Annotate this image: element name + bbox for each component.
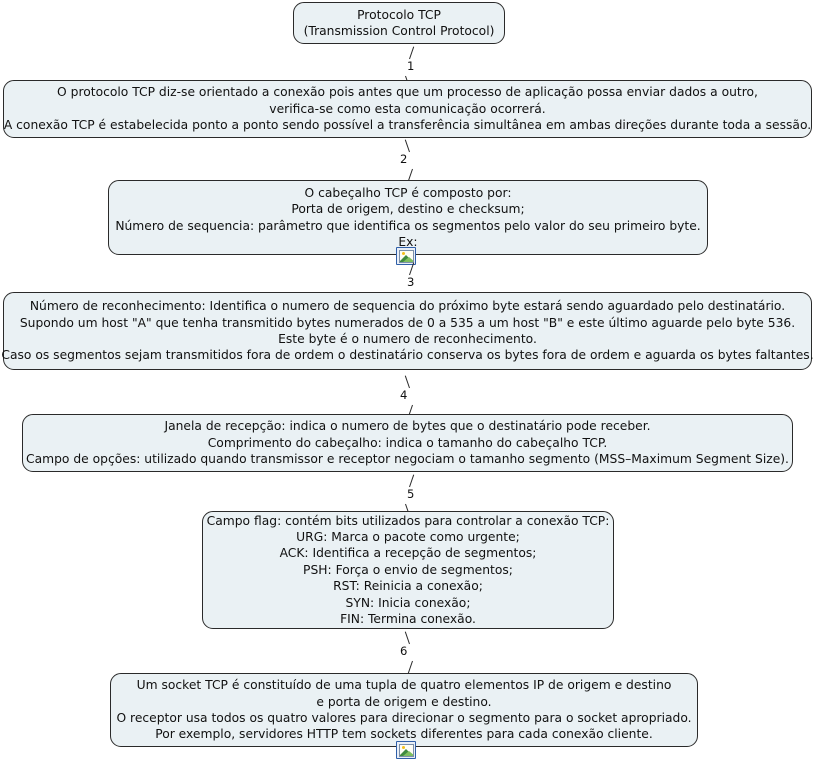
protocolo-tcp-title-node[interactable]: Protocolo TCP (Transmission Control Prot… (293, 2, 505, 44)
node-0-line-0: Protocolo TCP (357, 7, 441, 22)
node-6-line-1: e porta de origem e destino. (316, 694, 492, 709)
picture-icon[interactable] (396, 247, 416, 265)
node-2-line-3: Ex: (398, 234, 418, 249)
picture-icon-sun (401, 745, 405, 749)
picture-icon-canvas (398, 249, 414, 263)
connector-4-label: 4 (400, 388, 408, 402)
cabecalho-tcp-node[interactable]: O cabeçalho TCP é composto por: Porta de… (108, 180, 708, 255)
connector-6-label: 6 (400, 644, 408, 658)
node-1-line-1: verifica-se como esta comunicação ocorre… (269, 101, 546, 116)
node-5-line-0: Campo flag: contém bits utilizados para … (206, 513, 610, 528)
orientado-a-conexao-node[interactable]: O protocolo TCP diz-se orientado a conex… (3, 80, 812, 138)
connector-5-stroke-top (409, 474, 415, 488)
node-4-line-1: Comprimento do cabeçalho: indica o taman… (207, 435, 608, 450)
node-2-line-2: Número de sequencia: parâmetro que ident… (115, 218, 701, 233)
node-3-line-1: Supondo um host "A" que tenha transmitid… (19, 315, 796, 330)
node-1-line-0: O protocolo TCP diz-se orientado a conex… (57, 85, 758, 100)
node-1-line-2: A conexão TCP é estabelecida ponto a pon… (3, 118, 812, 133)
connector-6-stroke-bottom (407, 660, 413, 674)
node-6-line-0: Um socket TCP é constituído de uma tupla… (136, 678, 672, 693)
node-5-line-5: SYN: Inicia conexão; (345, 595, 471, 610)
janela-de-recepcao-node[interactable]: Janela de recepção: indica o numero de b… (22, 414, 793, 472)
connector-2-stroke-top (404, 139, 410, 153)
node-6-line-2: O receptor usa todos os quatro valores p… (116, 711, 692, 725)
connector-1-label: 1 (407, 59, 415, 73)
node-5-line-2: ACK: Identifica a recepção de segmentos; (279, 546, 537, 561)
node-3-line-3: Caso os segmentos sejam transmitidos for… (1, 348, 814, 363)
campo-flag-node[interactable]: Campo flag: contém bits utilizados para … (202, 511, 614, 629)
connector-3-label: 3 (407, 275, 415, 289)
node-3-line-2: Este byte é o numero de reconhecimento. (278, 332, 537, 346)
node-4-line-0: Janela de recepção: indica o numero de b… (164, 419, 651, 434)
node-5-line-1: URG: Marca o pacote como urgente; (296, 529, 520, 544)
connector-4: 4 (379, 375, 439, 419)
node-6-line-3: Por exemplo, servidores HTTP tem sockets… (155, 727, 653, 742)
picture-icon-mountain-small (402, 750, 413, 756)
numero-de-reconhecimento-node[interactable]: Número de reconhecimento: Identifica o n… (1, 292, 814, 370)
node-5-line-6: FIN: Termina conexão. (340, 612, 476, 627)
connector-6: 6 (379, 631, 439, 675)
connector-1: 1 (379, 46, 439, 90)
connector-5-label: 5 (407, 487, 415, 501)
picture-icon-mountain-small (402, 256, 413, 262)
connector-2: 2 (379, 139, 439, 183)
connector-2-label: 2 (400, 152, 408, 166)
socket-tcp-node[interactable]: Um socket TCP é constituído de uma tupla… (110, 673, 698, 747)
node-5-line-4: RST: Reinicia a conexão; (333, 579, 483, 594)
connector-6-stroke-top (404, 631, 410, 645)
connector-3: 3 (379, 262, 439, 306)
node-5-line-3: PSH: Força o envio de segmentos; (303, 562, 513, 577)
node-2-line-1: Porta de origem, destino e checksum; (291, 202, 525, 217)
node-3-line-0: Número de reconhecimento: Identifica o n… (29, 299, 786, 314)
node-0-line-1: (Transmission Control Protocol) (303, 24, 495, 38)
node-4-line-2: Campo de opções: utilizado quando transm… (26, 452, 789, 467)
picture-icon-canvas (398, 743, 414, 757)
connector-1-stroke-top (409, 46, 415, 60)
connector-4-stroke-top (404, 375, 410, 389)
connector-3-stroke-top (409, 262, 415, 276)
picture-icon[interactable] (396, 741, 416, 759)
connector-5: 5 (379, 474, 439, 518)
picture-icon-sun (401, 251, 405, 255)
node-2-line-0: O cabeçalho TCP é composto por: (304, 185, 512, 200)
